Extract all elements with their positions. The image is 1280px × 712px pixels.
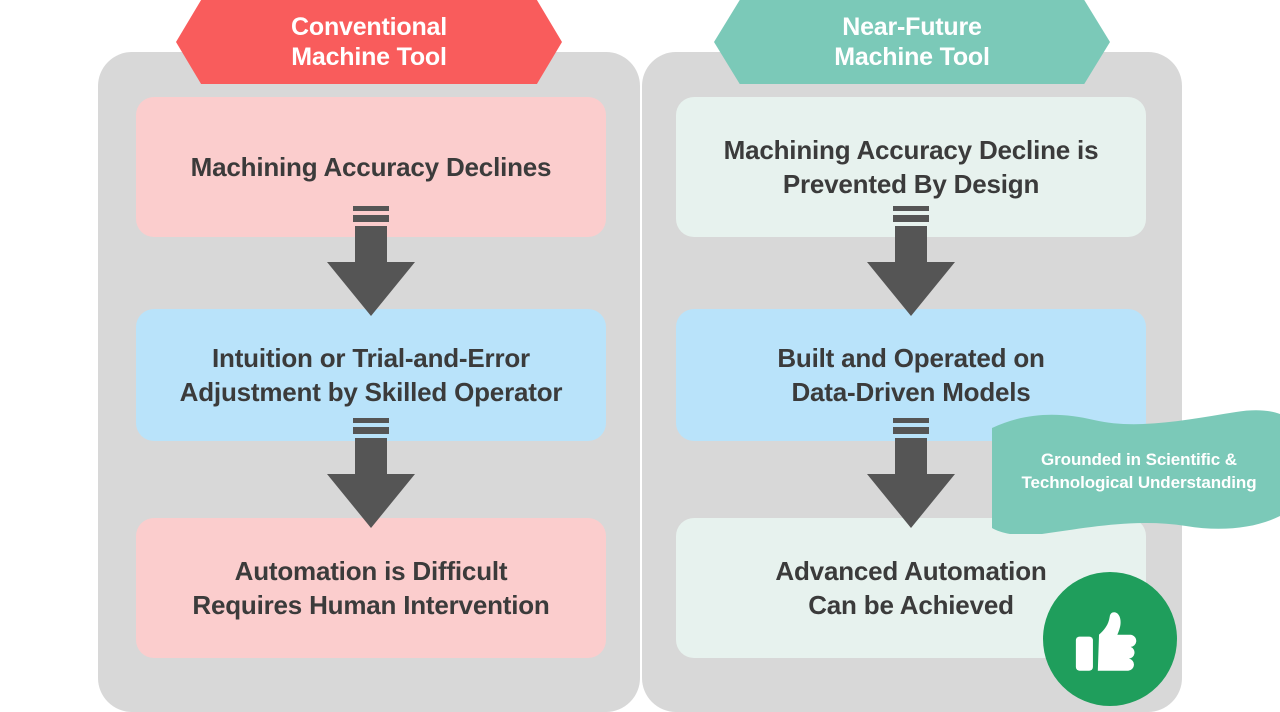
header-near-future: Near-Future Machine Tool [714, 0, 1110, 84]
step-near-future-3-line2: Can be Achieved [808, 590, 1014, 620]
down-arrow-icon [851, 418, 971, 534]
step-conventional-3: Automation is Difficult Requires Human I… [136, 518, 606, 658]
ribbon-text: Grounded in Scientific & Technological U… [986, 410, 1280, 534]
header-conventional: Conventional Machine Tool [176, 0, 562, 84]
step-near-future-2-line2: Data-Driven Models [791, 377, 1031, 407]
header-conventional-line1: Conventional [291, 12, 447, 41]
header-near-future-line1: Near-Future [842, 12, 982, 41]
ribbon-line2: Technological Understanding [1021, 473, 1257, 492]
down-arrow-icon [851, 206, 971, 322]
step-conventional-3-line2: Requires Human Intervention [192, 590, 550, 620]
header-conventional-line2: Machine Tool [291, 43, 447, 71]
step-near-future-1-line2: Prevented By Design [782, 169, 1040, 199]
down-arrow-icon [311, 418, 431, 534]
step-conventional-1-line1: Machining Accuracy Declines [190, 151, 552, 182]
thumbs-up-icon [1075, 612, 1137, 671]
step-conventional-3-line1: Automation is Difficult [234, 555, 508, 586]
step-near-future-1-line1: Machining Accuracy Decline is [723, 134, 1099, 165]
thumbs-up-badge [1043, 572, 1177, 706]
ribbon-callout: Grounded in Scientific & Technological U… [986, 410, 1280, 534]
ribbon-line1: Grounded in Scientific & [1041, 450, 1237, 470]
step-near-future-3-line1: Advanced Automation [775, 555, 1047, 586]
step-conventional-2-line1: Intuition or Trial-and-Error [212, 342, 530, 373]
step-conventional-2-line2: Adjustment by Skilled Operator [179, 377, 563, 407]
header-near-future-line2: Machine Tool [834, 43, 990, 71]
step-conventional-1: Machining Accuracy Declines [136, 97, 606, 237]
step-near-future-1: Machining Accuracy Decline is Prevented … [676, 97, 1146, 237]
down-arrow-icon [311, 206, 431, 322]
step-near-future-2-line1: Built and Operated on [777, 342, 1045, 373]
